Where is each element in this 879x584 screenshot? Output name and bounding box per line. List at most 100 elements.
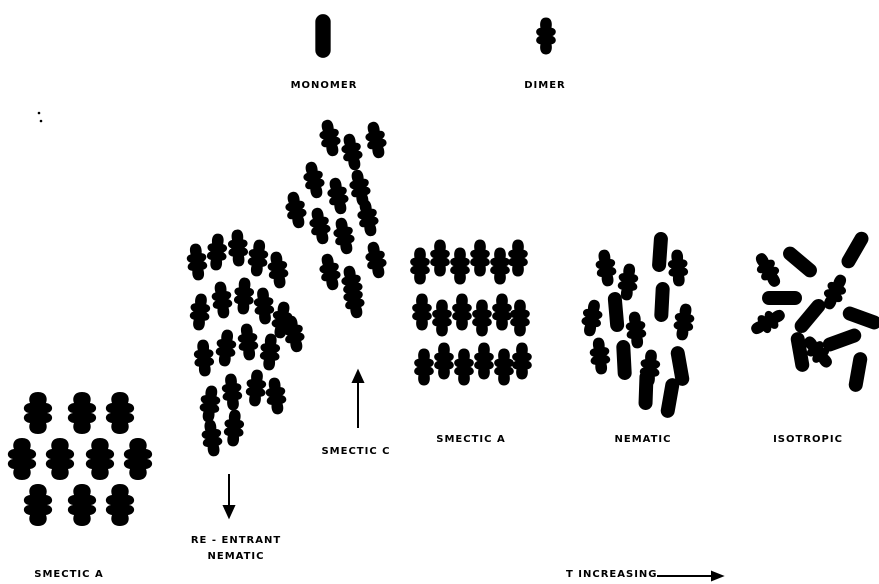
dimer-molecule: [510, 300, 530, 337]
monomer-molecule: [839, 229, 871, 271]
smectic-c-up-arrow: [353, 371, 363, 428]
dimer-molecule: [264, 376, 288, 415]
dimer-molecule: [233, 277, 255, 315]
dimer-molecule: [339, 132, 366, 172]
dimer-molecule: [106, 484, 134, 526]
dimer-molecule: [317, 118, 344, 158]
dimer-molecule: [672, 302, 697, 341]
dimer-molecule: [494, 349, 514, 386]
dimer-molecule: [124, 438, 152, 480]
smectic-a-bottom-label: SMECTIC A: [34, 569, 103, 580]
dimer-molecule: [450, 248, 470, 285]
dimer-molecule: [588, 337, 611, 376]
dimer-molecule: [317, 252, 344, 292]
dimer-molecule: [206, 233, 228, 271]
dimer-molecule: [325, 176, 352, 216]
dimer-molecule: [223, 409, 245, 447]
dimer-molecule: [307, 206, 334, 246]
smectic-c-label: SMECTIC C: [321, 446, 390, 457]
dimer-molecule: [86, 438, 114, 480]
dimer-molecule: [210, 280, 234, 319]
dimer-molecule: [594, 248, 619, 287]
dimer-molecule: [214, 329, 237, 368]
dimer-molecule: [410, 248, 430, 285]
smectic-c-cluster: [283, 118, 390, 320]
dimer-molecule: [8, 438, 36, 480]
dimer-molecule: [189, 293, 212, 331]
dimer-molecule: [236, 323, 259, 362]
reentrant-nematic-cluster: [185, 229, 307, 458]
dimer-molecule: [492, 294, 512, 331]
monomer-molecule: [780, 244, 820, 280]
isotropic-cluster: [747, 229, 879, 393]
dimer-molecule: [221, 373, 244, 411]
reentrant-label-line2: NEMATIC: [208, 551, 265, 562]
dimer-molecule: [452, 294, 472, 331]
monomer-molecule: [848, 351, 869, 393]
dimer-molecule: [470, 240, 490, 277]
dimer-molecule: [432, 300, 452, 337]
dimer-molecule: [24, 392, 52, 434]
dimer-label: DIMER: [524, 80, 566, 91]
dimer-molecule: [259, 333, 281, 371]
dimer-molecule: [46, 438, 74, 480]
dimer-molecule: [106, 392, 134, 434]
dimer-icon: [536, 18, 556, 55]
dimer-molecule: [667, 249, 689, 287]
monomer-molecule: [654, 282, 670, 323]
nematic-label: NEMATIC: [615, 434, 672, 445]
monomer-molecule: [638, 370, 653, 410]
monomer-molecule: [652, 232, 669, 273]
monomer-molecule: [762, 291, 802, 305]
dimer-molecule: [227, 229, 249, 267]
dimer-molecule: [253, 287, 276, 325]
dimer-molecule: [245, 369, 268, 407]
monomer-label: MONOMER: [291, 80, 358, 91]
dimer-molecule: [454, 349, 474, 386]
dimer-molecule: [266, 250, 291, 289]
monomer-molecule: [616, 340, 632, 381]
dimer-molecule: [363, 120, 390, 160]
dimer-molecule: [750, 249, 785, 291]
dimer-molecule: [24, 484, 52, 526]
dimer-molecule: [68, 484, 96, 526]
temperature-right-arrow: [657, 572, 722, 580]
monomer-molecule: [660, 377, 681, 419]
dimer-molecule: [283, 190, 310, 230]
smectic-a-bottom-cluster: [8, 392, 152, 526]
speck: [40, 120, 43, 123]
dimer-molecule: [200, 418, 225, 457]
dimer-molecule: [474, 343, 494, 380]
isotropic-label: ISOTROPIC: [773, 434, 843, 445]
monomer-icon: [315, 14, 330, 58]
dimer-molecule: [363, 240, 390, 280]
smectic-a-label: SMECTIC A: [436, 434, 505, 445]
dimer-molecule: [301, 160, 328, 200]
nematic-cluster: [579, 232, 696, 419]
dimer-molecule: [747, 304, 789, 339]
dimer-molecule: [508, 240, 528, 277]
dimer-molecule: [579, 298, 605, 338]
dimer-molecule: [430, 240, 450, 277]
smectic-a-cluster: [410, 240, 532, 386]
dimer-molecule: [246, 239, 269, 278]
dimer-molecule: [185, 243, 208, 282]
dimer-molecule: [198, 384, 222, 423]
monomer-molecule: [841, 305, 879, 332]
dimer-molecule: [434, 343, 454, 380]
dimer-molecule: [68, 392, 96, 434]
dimer-molecule: [490, 248, 510, 285]
dimer-molecule: [193, 339, 215, 377]
dimer-molecule: [472, 300, 492, 337]
monomer-molecule: [821, 327, 863, 354]
dimer-molecule: [414, 349, 434, 386]
dimer-molecule: [341, 280, 368, 320]
dimer-molecule: [412, 294, 432, 331]
dimer-molecule: [512, 343, 532, 380]
reentrant-down-arrow: [224, 474, 234, 517]
speck: [38, 112, 41, 115]
temperature-label: T INCREASING: [566, 569, 658, 580]
reentrant-label-line1: RE - ENTRANT: [191, 535, 281, 546]
dimer-molecule: [331, 216, 358, 256]
